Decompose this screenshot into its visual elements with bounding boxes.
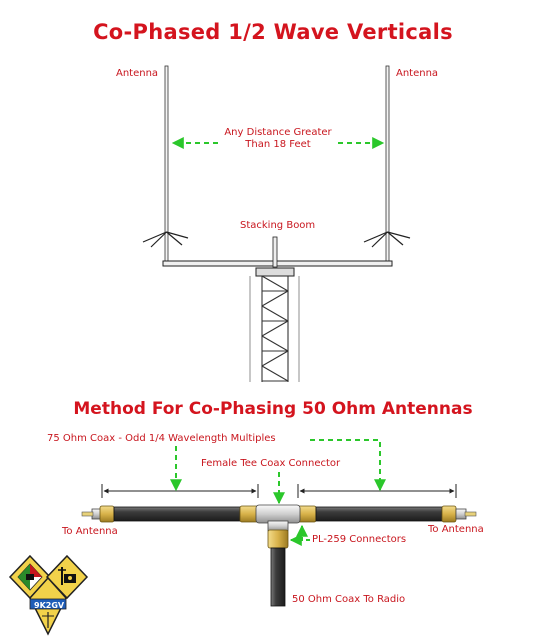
callsign-badge-icon xyxy=(29,576,67,636)
tee-connector xyxy=(255,504,301,532)
bottom-title: Method For Co-Phasing 50 Ohm Antennas xyxy=(73,399,473,419)
antenna-left-label: Antenna xyxy=(116,68,159,79)
logo xyxy=(8,554,89,636)
coax50-label: 50 Ohm Coax To Radio xyxy=(292,594,406,605)
vertical-50ohm-coax xyxy=(267,529,289,607)
distance-label-line1: Any Distance Greater xyxy=(224,127,332,138)
right-antenna xyxy=(363,65,411,265)
coax75-pointers xyxy=(170,439,386,505)
pl259-pointers xyxy=(289,524,310,546)
tee-connector-label: Female Tee Coax Connector xyxy=(201,458,341,469)
antenna-right-label: Antenna xyxy=(396,68,439,79)
right-75ohm-coax xyxy=(297,505,477,523)
left-antenna xyxy=(142,65,189,265)
left-75ohm-coax xyxy=(81,505,259,523)
flag-diamond-icon xyxy=(8,554,52,600)
coax75-label: 75 Ohm Coax - Odd 1/4 Wavelength Multipl… xyxy=(47,433,276,444)
top-title: Co-Phased 1/2 Wave Verticals xyxy=(93,20,453,44)
stacking-boom xyxy=(162,260,393,267)
distance-label-line2: Than 18 Feet xyxy=(245,139,311,150)
pl259-label: PL-259 Connectors xyxy=(312,534,407,545)
to-antenna-left-label: To Antenna xyxy=(62,526,118,537)
to-antenna-right-label: To Antenna xyxy=(428,524,484,535)
mast xyxy=(272,236,278,268)
tower xyxy=(249,267,300,382)
callsign-text: 9K2GV xyxy=(34,601,65,610)
stacking-boom-label: Stacking Boom xyxy=(240,220,316,231)
